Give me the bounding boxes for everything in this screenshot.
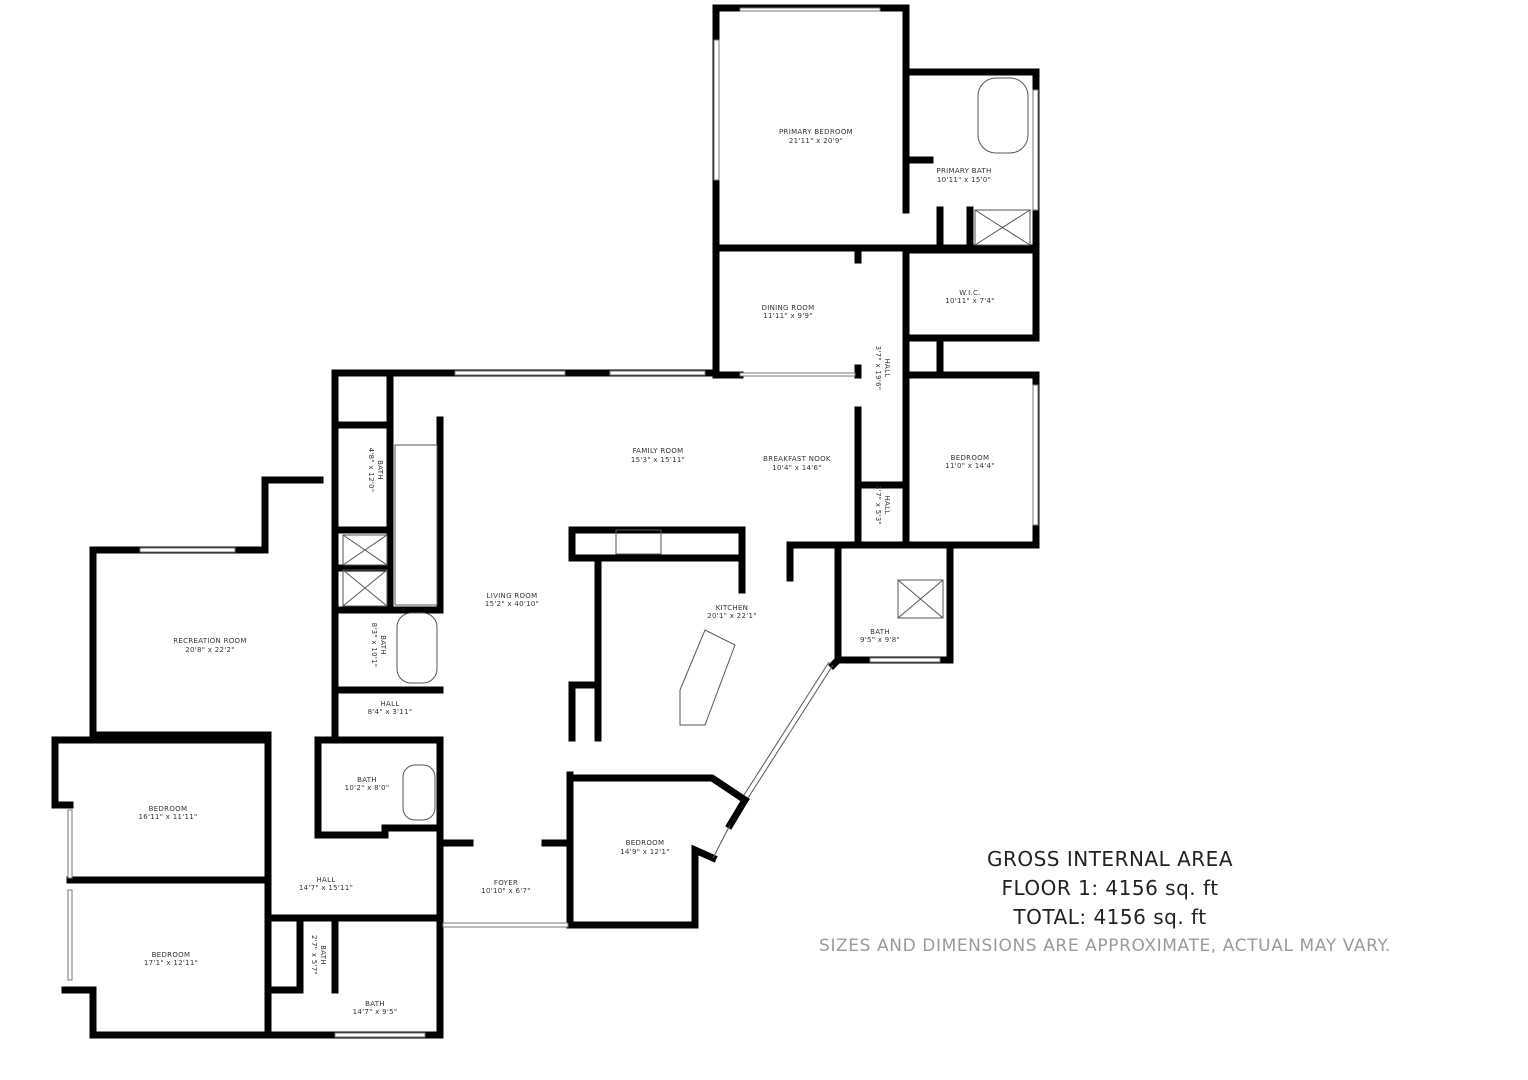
room-label-bath: BATH xyxy=(379,635,387,655)
room-dims: 14'7" x 15'11" xyxy=(299,884,353,892)
room-label-living-room: LIVING ROOM xyxy=(487,592,538,600)
room-dims: 8'3" x 10'1" xyxy=(370,623,378,668)
room-label-kitchen: KITCHEN xyxy=(716,604,748,612)
room-dims: 10'11" x 7'4" xyxy=(945,297,995,305)
room-labels: PRIMARY BEDROOM 21'11" x 20'9" PRIMARY B… xyxy=(138,128,994,1016)
room-label-hall: HALL xyxy=(883,495,891,514)
room-label-hall: HALL xyxy=(883,358,891,377)
room-dims: 20'8" x 22'2" xyxy=(185,646,235,654)
room-label-foyer: FOYER xyxy=(494,879,518,887)
room-label-bedroom: BEDROOM xyxy=(152,951,191,959)
room-label-primary-bedroom: PRIMARY BEDROOM xyxy=(779,128,853,136)
room-label-dining-room: DINING ROOM xyxy=(762,304,815,312)
staircase xyxy=(394,444,438,606)
room-dims: 21'11" x 20'9" xyxy=(789,137,843,145)
room-dims: 11'11" x 9'9" xyxy=(763,312,813,320)
room-dims: 3'7" x 19'6" xyxy=(874,346,882,391)
room-label-breakfast-nook: BREAKFAST NOOK xyxy=(763,455,831,463)
room-label-bedroom: BEDROOM xyxy=(951,454,990,462)
room-label-hall: HALL xyxy=(316,876,335,884)
room-dims: 14'9" x 12'1" xyxy=(620,848,670,856)
room-dims: 20'1" x 22'1" xyxy=(707,612,757,620)
room-label-bedroom: BEDROOM xyxy=(626,839,665,847)
fixtures xyxy=(342,77,1031,821)
room-dims: 10'2" x 8'0" xyxy=(345,784,390,792)
room-label-wic: W.I.C. xyxy=(959,289,981,297)
room-label-bath: BATH xyxy=(357,776,377,784)
room-dims: 9'5" x 9'8" xyxy=(860,636,900,644)
room-label-hall: HALL xyxy=(380,700,399,708)
room-label-bath: BATH xyxy=(870,628,890,636)
room-dims: 14'7" x 9'5" xyxy=(353,1008,398,1016)
room-dims: 4'8" x 12'0" xyxy=(367,448,375,493)
room-dims: 15'3" x 15'11" xyxy=(631,456,685,464)
area-title: GROSS INTERNAL AREA xyxy=(986,847,1234,871)
walls xyxy=(51,4,1040,1039)
room-dims: 16'11" x 11'11" xyxy=(138,813,197,821)
room-label-family-room: FAMILY ROOM xyxy=(633,447,684,455)
room-label-bath: BATH xyxy=(319,945,327,965)
room-dims: 15'2" x 40'10" xyxy=(485,600,539,608)
room-dims: 8'4" x 3'11" xyxy=(368,708,413,716)
room-dims: 17'1" x 12'11" xyxy=(144,959,198,967)
room-dims: 10'11" x 15'0" xyxy=(937,176,991,184)
area-floor-1: FLOOR 1: 4156 sq. ft xyxy=(1001,876,1219,900)
room-label-recreation-room: RECREATION ROOM xyxy=(173,637,246,645)
room-label-bath: BATH xyxy=(376,460,384,480)
room-dims: 10'4" x 14'6" xyxy=(772,464,822,472)
room-dims: 2'7" x 5'7" xyxy=(310,935,318,975)
room-dims: 3'7" x 5'3" xyxy=(874,485,882,525)
room-dims: 11'0" x 14'4" xyxy=(945,462,995,470)
room-label-bedroom: BEDROOM xyxy=(149,805,188,813)
room-label-bath: BATH xyxy=(365,1000,385,1008)
windows xyxy=(67,7,1039,1038)
disclaimer: SIZES AND DIMENSIONS ARE APPROXIMATE, AC… xyxy=(819,936,1391,956)
area-total: TOTAL: 4156 sq. ft xyxy=(1013,905,1207,929)
room-dims: 10'10" x 6'7" xyxy=(481,887,531,895)
room-label-primary-bath: PRIMARY BATH xyxy=(936,167,991,175)
